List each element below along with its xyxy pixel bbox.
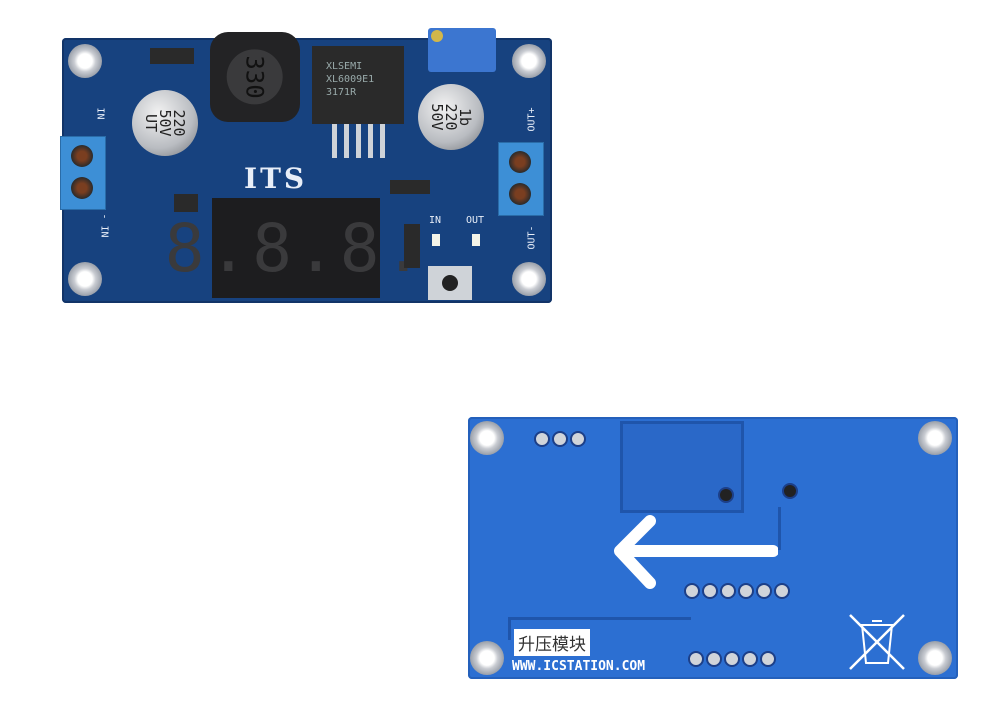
copper-pad-area <box>620 421 744 513</box>
output-terminal <box>498 142 544 216</box>
smd-component <box>150 48 194 64</box>
website-label: WWW.ICSTATION.COM <box>512 659 646 674</box>
crossed-bin-icon <box>849 614 905 670</box>
mount-hole <box>512 262 546 296</box>
in-minus-label: - IN <box>98 213 110 238</box>
arrow-left-icon <box>614 515 778 589</box>
mount-hole <box>470 421 504 455</box>
regulator <box>174 194 198 212</box>
module-label: 升压模块 <box>514 629 590 656</box>
ic-model: XL6009E1 <box>326 74 375 85</box>
input-terminal <box>60 136 106 210</box>
out-minus-label: OUT- <box>526 225 538 250</box>
mount-hole <box>512 44 546 78</box>
ic-pins <box>332 124 392 158</box>
in-plus-label: IN <box>94 107 106 120</box>
out-plus-label: OUT+ <box>526 107 538 132</box>
front-board: 330 XLSEMI XL6009E1 3171R 220 50V UT 1b … <box>60 28 552 303</box>
boost-ic: XLSEMI XL6009E1 3171R <box>312 46 404 124</box>
trimmer-potentiometer[interactable] <box>428 28 496 72</box>
diode <box>390 180 430 194</box>
ic-brand: XLSEMI <box>326 61 363 72</box>
inductor-label: 330 <box>226 49 283 105</box>
mount-hole <box>918 641 952 675</box>
led-out <box>472 234 480 246</box>
mount-hole <box>68 262 102 296</box>
brand-logo: ITS <box>244 162 308 195</box>
led-in <box>432 234 440 246</box>
push-button[interactable] <box>428 266 472 300</box>
seven-segment-display: 8.8.8. <box>165 198 423 298</box>
output-capacitor: 1b 220 50V <box>418 84 484 150</box>
input-capacitor: 220 50V UT <box>132 90 198 156</box>
led-out-label: OUT <box>466 215 485 226</box>
ic-code: 3171R <box>326 87 357 98</box>
smd-component <box>404 224 420 268</box>
mount-hole <box>918 421 952 455</box>
mount-hole <box>470 641 504 675</box>
led-in-label: IN <box>429 215 442 226</box>
back-board: 升压模块 WWW.ICSTATION.COM <box>468 417 958 679</box>
mount-hole <box>68 44 102 78</box>
inductor: 330 <box>210 32 300 122</box>
